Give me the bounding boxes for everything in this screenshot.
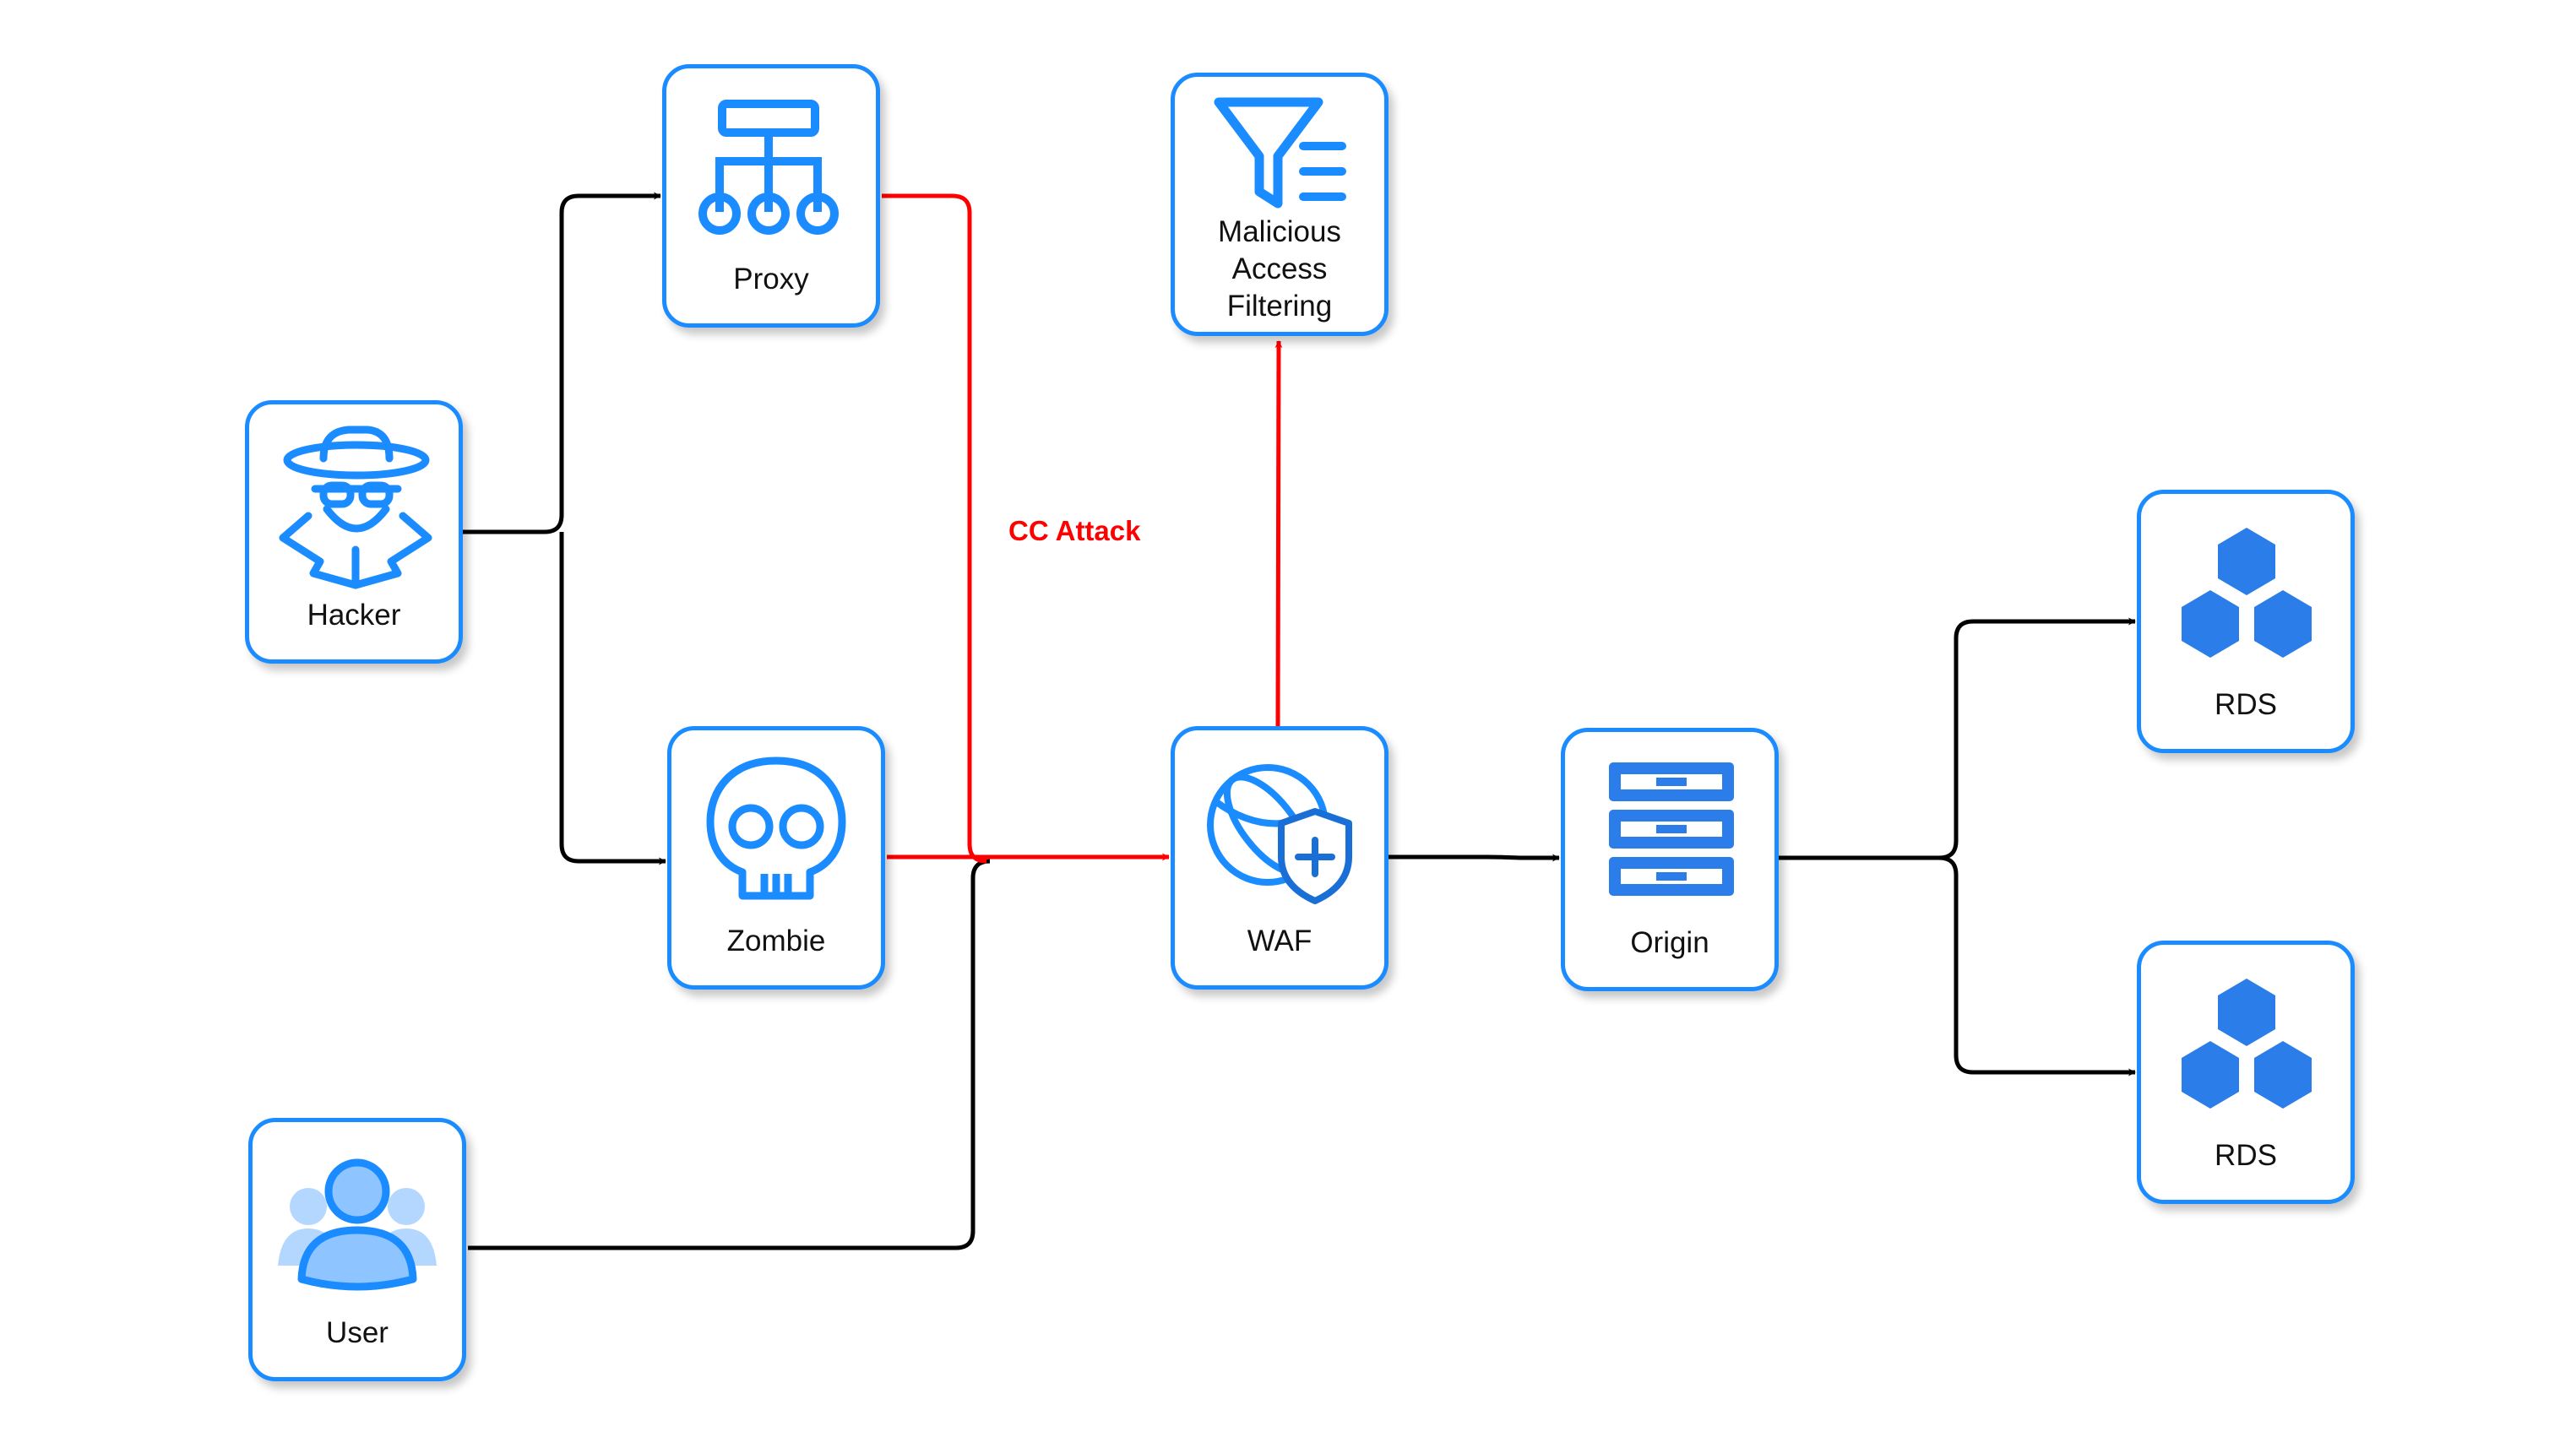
node-label: Origin	[1630, 926, 1709, 959]
node-label: Zombie	[726, 925, 826, 957]
node-hacker[interactable]: Hacker	[245, 400, 463, 664]
node-label: Hacker	[307, 599, 401, 632]
node-origin[interactable]: Origin	[1561, 728, 1779, 991]
edge-waf-origin	[1389, 854, 1560, 862]
node-label: Proxy	[733, 263, 809, 296]
edge-user-waf	[468, 859, 991, 1250]
node-proxy[interactable]: Proxy	[662, 64, 880, 328]
globe-shield-icon	[1207, 764, 1352, 904]
node-label: Malicious Access Filtering	[1175, 214, 1384, 325]
label-line-1: Malicious	[1218, 215, 1341, 248]
edge-proxy-waf	[882, 193, 987, 864]
edge-origin-rds-top	[1779, 617, 2136, 860]
edge-waf-filter	[1274, 340, 1283, 727]
node-user[interactable]: User	[248, 1118, 466, 1381]
hierarchy-proxy-icon	[698, 100, 839, 235]
filter-funnel-icon	[1214, 97, 1346, 209]
node-malicious-access-filtering[interactable]: Malicious Access Filtering	[1171, 73, 1389, 336]
server-stack-icon	[1609, 762, 1734, 896]
cc-attack-label: CC Attack	[1008, 515, 1141, 546]
label-line-3: Filtering	[1226, 290, 1333, 323]
node-label: RDS	[2215, 1139, 2277, 1172]
node-label: RDS	[2215, 688, 2277, 721]
hexagon-cluster-icon	[2182, 528, 2312, 658]
node-rds-bottom[interactable]: RDS	[2137, 941, 2355, 1204]
hexagon-cluster-icon	[2182, 979, 2312, 1109]
edge-hacker-proxy	[463, 192, 661, 534]
skull-icon	[706, 757, 846, 900]
user-group-icon	[278, 1158, 437, 1291]
spy-hacker-icon	[279, 426, 432, 589]
node-rds-top[interactable]: RDS	[2137, 490, 2355, 753]
edge-origin-rds-bottom	[1938, 855, 2136, 1077]
node-zombie[interactable]: Zombie	[667, 726, 885, 990]
label-line-2: Access	[1231, 252, 1328, 285]
node-label: WAF	[1247, 925, 1312, 957]
node-waf[interactable]: WAF	[1171, 726, 1389, 990]
edge-hacker-zombie	[559, 532, 666, 865]
node-label: User	[326, 1316, 389, 1349]
